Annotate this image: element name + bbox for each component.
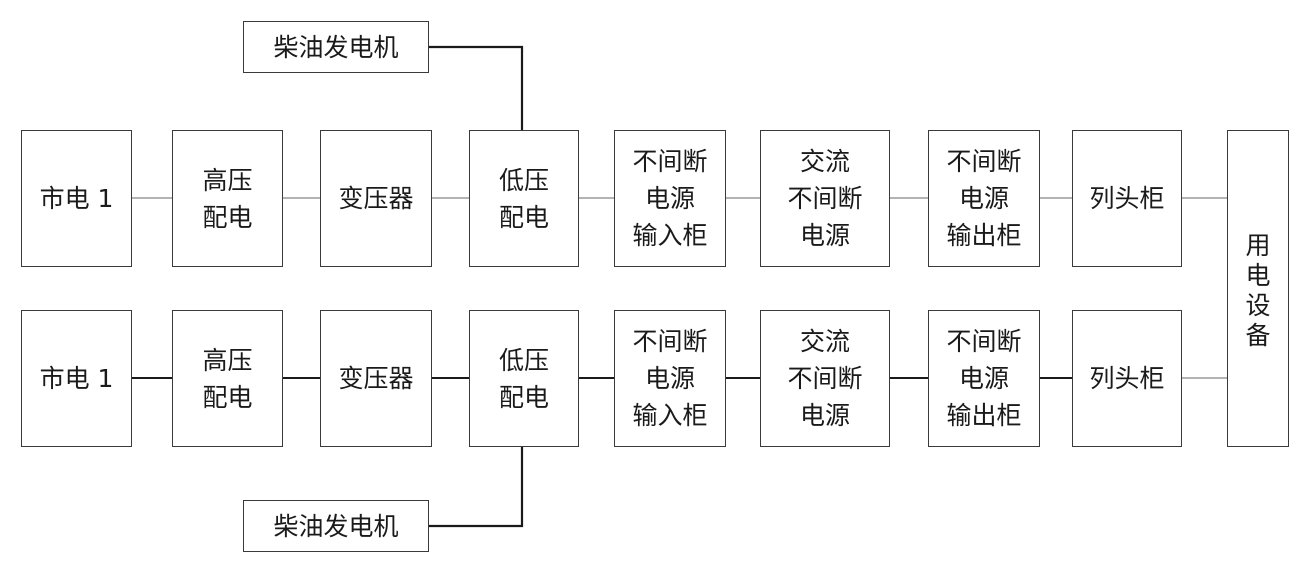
row1-ups-input-box: 不间断 电源 输入柜 [614,130,726,267]
row1-ups-output-box: 不间断 电源 输出柜 [928,130,1040,267]
load-equipment-box: 用 电 设 备 [1227,130,1289,447]
row2-ups-input-box: 不间断 电源 输入柜 [614,310,726,447]
row1-ac-ups-box: 交流 不间断 电源 [760,130,890,267]
row1-utility-box: 市电 1 [21,130,132,267]
row1-head-cabinet-box: 列头柜 [1072,130,1182,267]
generator-bottom-feeder [428,446,524,528]
row2-ups-output-box: 不间断 电源 输出柜 [928,310,1040,447]
row2-utility-box: 市电 1 [21,310,132,447]
row1-transformer-box: 变压器 [320,130,432,267]
generator-top-feeder [428,45,524,130]
generator-bottom-box: 柴油发电机 [243,500,429,552]
row2-transformer-box: 变压器 [320,310,432,447]
row2-ac-ups-box: 交流 不间断 电源 [760,310,890,447]
row1-lv-distribution-box: 低压 配电 [469,130,579,267]
row1-hv-distribution-box: 高压 配电 [172,130,283,267]
row2-head-cabinet-box: 列头柜 [1072,310,1182,447]
row2-hv-distribution-box: 高压 配电 [172,310,283,447]
generator-top-box: 柴油发电机 [243,21,429,73]
row2-lv-distribution-box: 低压 配电 [469,310,579,447]
